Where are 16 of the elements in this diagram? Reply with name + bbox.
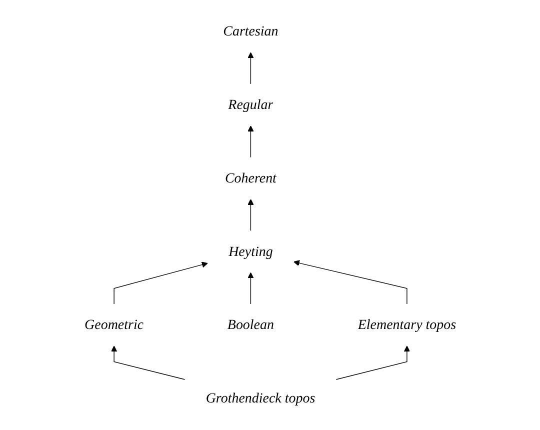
arrow [247, 199, 254, 232]
arrow [335, 346, 410, 380]
node-text: Coherent [224, 170, 276, 186]
arrow [247, 52, 254, 84]
arrow [293, 260, 407, 304]
node-text: Elementary topos [358, 317, 456, 333]
arrow [110, 346, 185, 380]
node-text: Cartesian [222, 24, 278, 40]
arrow [113, 262, 208, 304]
arrow [247, 126, 254, 158]
node-text: Regular [228, 97, 273, 113]
node-text: Heyting [228, 244, 273, 260]
node-text: Geometric [84, 317, 144, 333]
arrow [247, 272, 254, 304]
node-text: Grothendieck topos [206, 390, 315, 406]
node-text: Boolean [227, 317, 274, 333]
